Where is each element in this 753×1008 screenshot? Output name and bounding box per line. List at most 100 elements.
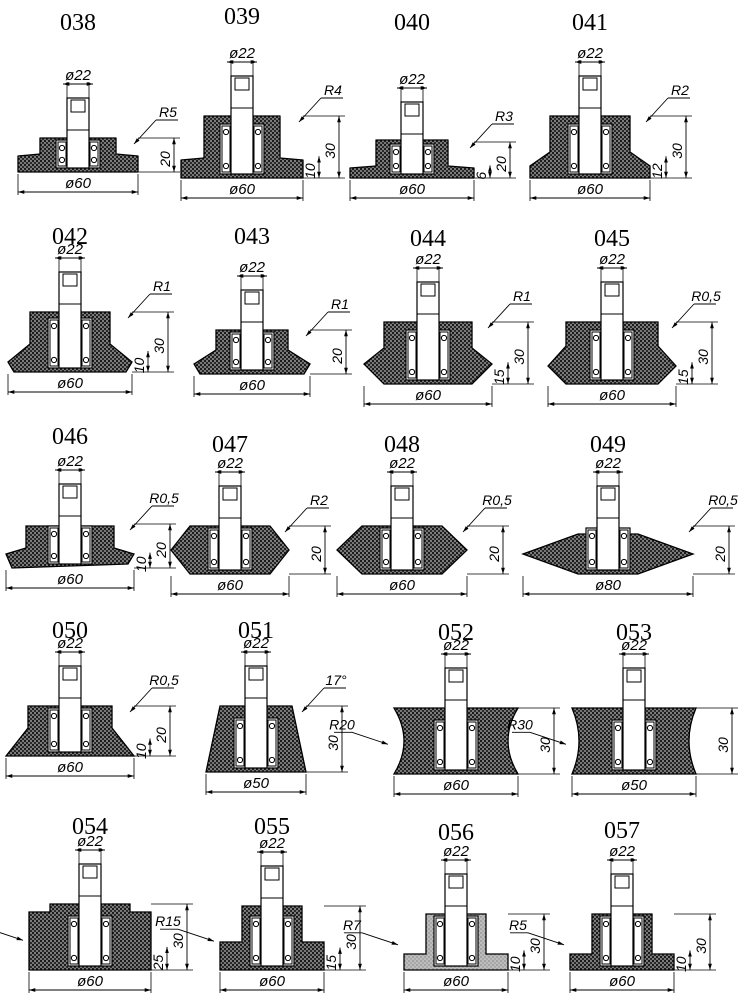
height-label: 20 xyxy=(712,546,728,563)
drawing-number: 055 xyxy=(254,814,290,840)
shaft-end xyxy=(600,487,616,501)
bearing-ring xyxy=(601,917,611,965)
drawing-number: 040 xyxy=(394,10,430,36)
bearing-ring xyxy=(467,721,477,769)
height-label: 30 xyxy=(511,349,527,365)
bearing-ball xyxy=(624,368,632,376)
sub-height-label: 6 xyxy=(473,172,489,180)
sub-height-label: 10 xyxy=(131,358,147,374)
drawing-number: 051 xyxy=(238,618,274,644)
bearing-ball xyxy=(620,532,628,540)
drawing-number: 039 xyxy=(224,4,260,30)
bearing-ball xyxy=(50,712,58,720)
shaft-diameter-label: ø22 xyxy=(259,835,286,852)
shaft xyxy=(218,485,242,571)
base-diameter-label: ø60 xyxy=(443,973,470,990)
bearing-ring xyxy=(253,125,263,173)
base-diameter-label: ø60 xyxy=(229,181,256,198)
height-label: 20 xyxy=(157,151,173,168)
bearing-ring xyxy=(435,917,445,965)
drawing-number: 045 xyxy=(594,226,630,252)
bearing-ball xyxy=(50,530,58,538)
shaft-diameter-label: ø22 xyxy=(229,45,256,62)
bearing-ball xyxy=(408,334,416,342)
radius-label: R5 xyxy=(159,104,177,120)
bearing-ring xyxy=(601,125,611,173)
bearing-ball xyxy=(468,724,476,732)
shaft-end xyxy=(626,669,642,683)
bearing-ring xyxy=(263,333,273,369)
base-diameter-label: ø60 xyxy=(57,759,84,776)
shaft xyxy=(444,667,468,771)
shaft xyxy=(240,289,264,371)
sub-height-label: 15 xyxy=(491,369,507,385)
radius-leader xyxy=(527,932,565,946)
bearing-ring xyxy=(231,333,241,369)
bearing-ball xyxy=(392,162,400,170)
bearing-ball xyxy=(592,368,600,376)
bearing-ball xyxy=(588,532,596,540)
radius-leader xyxy=(0,932,24,941)
base-diameter-label: ø60 xyxy=(217,577,244,594)
bearing-ball xyxy=(614,724,622,732)
shaft xyxy=(244,665,268,769)
radius-leader xyxy=(487,303,511,329)
shaft xyxy=(610,873,634,967)
bearing-ring xyxy=(381,529,391,569)
height-label: 30 xyxy=(669,143,685,159)
bearing-ball xyxy=(222,128,230,136)
bearing-ring xyxy=(283,917,293,965)
drawing-054: 054ø22ø603025R25 xyxy=(0,814,193,993)
bearing-ring xyxy=(435,721,445,769)
height-label: 30 xyxy=(715,737,731,753)
bearing-ball xyxy=(210,532,218,540)
radius-leader xyxy=(671,303,695,329)
sub-height-label: 12 xyxy=(649,163,665,179)
base-diameter-label: ø60 xyxy=(577,181,604,198)
base-diameter-label: ø60 xyxy=(57,571,84,588)
shaft-end xyxy=(420,283,436,297)
bearing-ball xyxy=(588,558,596,566)
bearing-ball xyxy=(634,954,642,962)
base-diameter-label: ø60 xyxy=(57,375,84,392)
bearing-ball xyxy=(268,722,276,730)
bearing-ball xyxy=(236,722,244,730)
bearing-ball xyxy=(592,334,600,342)
bearing-ball xyxy=(70,954,78,962)
radius-label: R20 xyxy=(329,716,355,732)
bearing-ball xyxy=(82,740,90,748)
bearing-ball xyxy=(70,920,78,928)
base-diameter-label: ø50 xyxy=(243,775,270,792)
base-diameter-label: ø60 xyxy=(389,577,416,594)
height-label: 30 xyxy=(151,338,167,354)
drawing-number: 043 xyxy=(234,224,270,250)
radius-label: R7 xyxy=(343,917,362,933)
bearing-ring xyxy=(49,319,59,367)
shaft xyxy=(416,281,440,381)
bearing-ball xyxy=(82,530,90,538)
drawing-number: 046 xyxy=(52,424,88,450)
bearing-ball xyxy=(58,144,66,152)
bearing-ball xyxy=(58,156,66,164)
bearing-ring xyxy=(587,529,597,569)
bearing-ball xyxy=(90,156,98,164)
bearing-ring xyxy=(569,125,579,173)
shaft-diameter-label: ø22 xyxy=(243,635,270,652)
radius-label: R4 xyxy=(324,82,342,98)
shaft xyxy=(600,281,624,381)
shaft-end xyxy=(70,99,86,113)
sub-height-label: 10 xyxy=(133,556,149,572)
shaft-diameter-label: ø22 xyxy=(57,453,84,470)
shaft-end xyxy=(394,487,410,501)
shaft xyxy=(596,485,620,571)
drawing-number: 042 xyxy=(52,224,88,250)
shaft-diameter-label: ø22 xyxy=(577,45,604,62)
shaft-diameter-label: ø22 xyxy=(217,455,244,472)
bearing-ball xyxy=(414,558,422,566)
bearing-ball xyxy=(210,558,218,566)
